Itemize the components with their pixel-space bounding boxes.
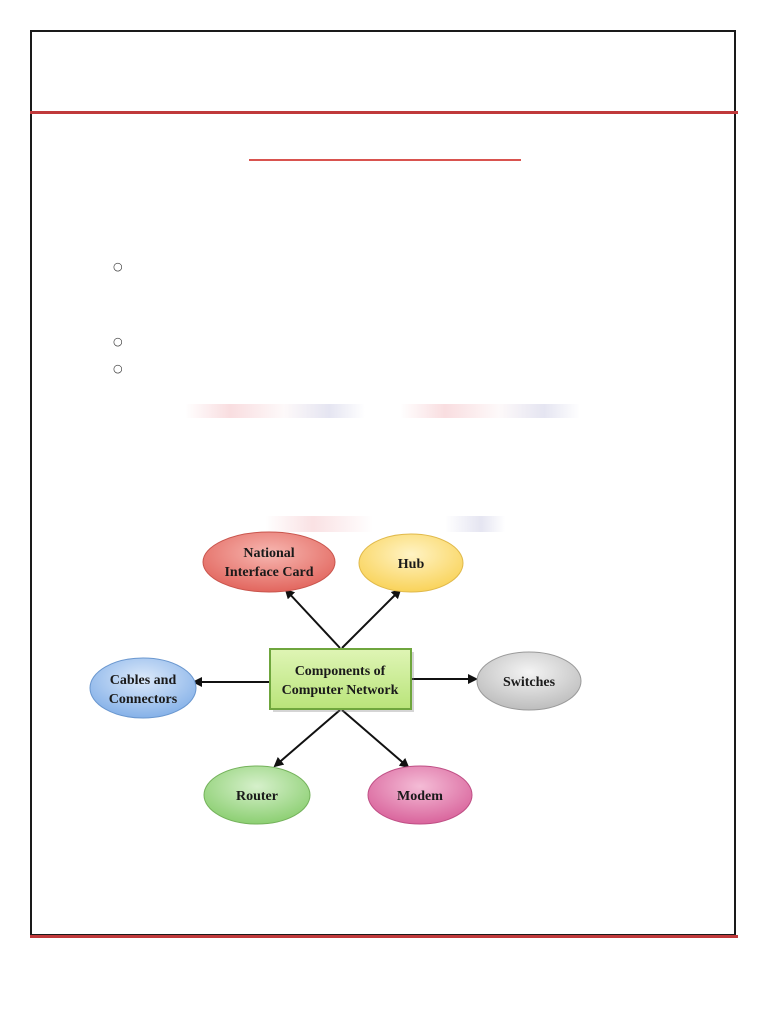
node-nic-label-2: Interface Card	[224, 565, 313, 580]
node-hub: Hub	[358, 533, 464, 593]
watermark-strip	[185, 404, 365, 418]
node-cables-label-2: Connectors	[109, 692, 178, 707]
title-underline	[249, 159, 521, 161]
node-hub-label: Hub	[398, 557, 425, 572]
bullet-icon: ○	[113, 335, 123, 348]
node-switches: Switches	[476, 651, 582, 711]
arrow-to-nic	[284, 588, 341, 649]
arrow-to-modem	[341, 709, 410, 769]
bullet-icon: ○	[113, 362, 123, 375]
node-nic-label-1: National	[243, 546, 294, 561]
center-label-2: Computer Network	[282, 683, 399, 698]
node-nic: National Interface Card	[202, 531, 336, 593]
watermark-strip	[265, 516, 505, 532]
arrow-to-hub	[341, 588, 402, 649]
arrow-to-router	[273, 709, 341, 768]
node-router-label: Router	[236, 789, 278, 804]
node-switches-label: Switches	[503, 675, 556, 690]
header-rule	[30, 111, 738, 114]
node-center: Components of Computer Network	[269, 648, 414, 712]
node-cables: Cables and Connectors	[89, 657, 197, 719]
node-cables-label-1: Cables and	[110, 673, 177, 688]
node-modem: Modem	[367, 765, 473, 825]
center-label-1: Components of	[295, 664, 386, 679]
node-router: Router	[203, 765, 311, 825]
bullet-icon: ○	[113, 260, 123, 273]
node-modem-label: Modem	[397, 789, 443, 804]
watermark-strip	[400, 404, 580, 418]
arrows	[192, 588, 478, 769]
footer-rule	[30, 935, 738, 938]
